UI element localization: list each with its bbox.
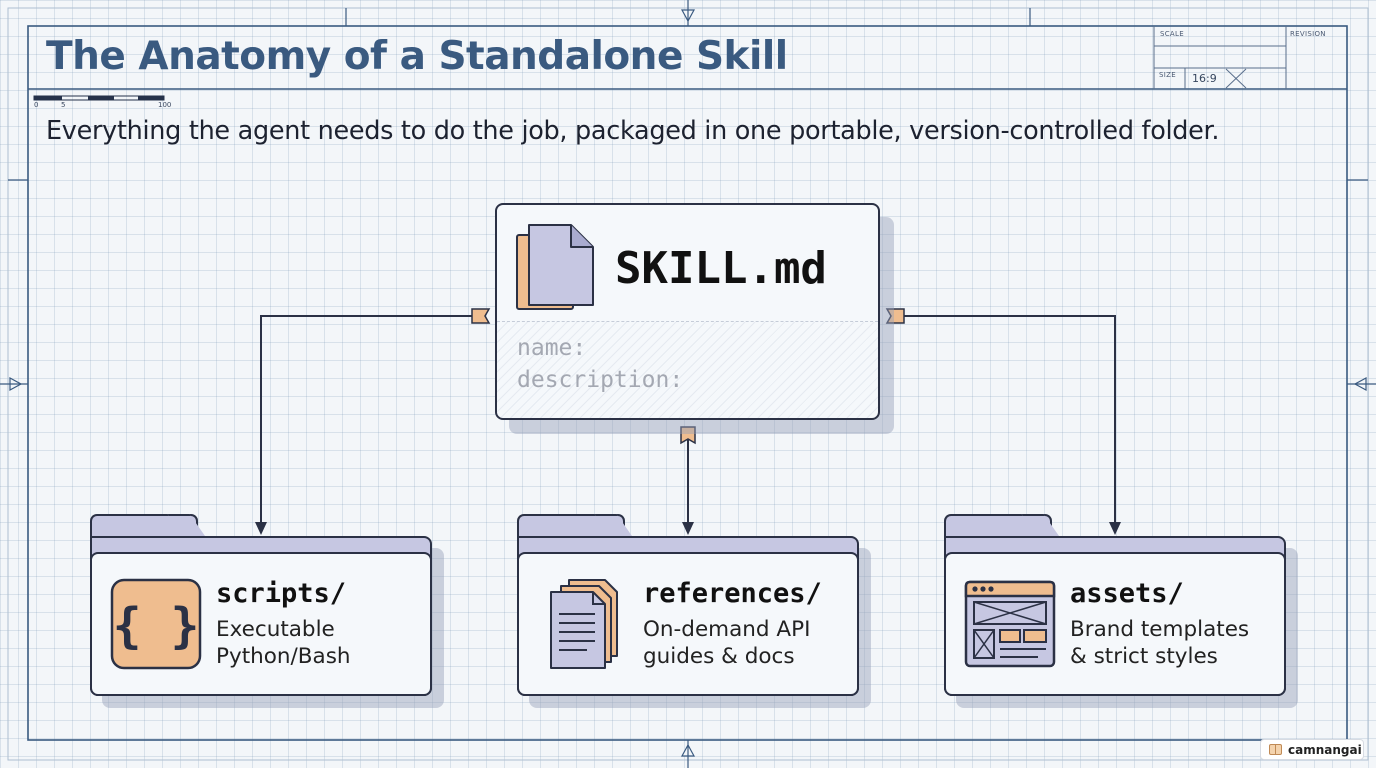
scale-bar-label-5: 5 [61,101,66,109]
skill-file-name: SKILL.md [615,243,827,294]
folder-assets: assets/ Brand templates& strict styles [944,514,1286,696]
folder-front: assets/ Brand templates& strict styles [944,552,1286,696]
logo-icon [1269,744,1282,755]
title-block [1153,26,1287,89]
title-block-revision-label: REVISION [1290,30,1326,38]
document-stack-icon [550,579,618,669]
browser-template-icon [964,580,1056,668]
svg-text:{ }: { } [113,598,200,654]
skill-file-card: SKILL.md name: description: [495,203,880,420]
scale-bar [33,95,165,101]
connector-arrowheads [255,522,1121,535]
frontmatter-field-name: name: [517,335,587,361]
connector-nodes [471,308,905,445]
connector-lines [260,315,1116,522]
watermark-badge: camnangai [1260,739,1364,760]
frontmatter-area [497,322,878,418]
folder-description-assets: Brand templates& strict styles [1070,617,1250,669]
page-title: The Anatomy of a Standalone Skill [46,34,788,79]
scale-bar-label-0: 0 [34,101,39,109]
title-block-size-label: SIZE [1159,71,1176,79]
watermark-text: camnangai [1288,742,1362,757]
frontmatter-field-description: description: [517,367,684,393]
page-subtitle: Everything the agent needs to do the job… [46,116,1220,146]
title-block-size-value: 16:9 [1192,72,1217,85]
scale-bar-label-100: 100 [158,101,172,109]
folder-name-references: references/ [643,578,822,609]
skill-divider [497,321,878,322]
document-stack-icon [516,224,594,310]
curly-braces-icon: { } [110,578,202,670]
folder-name-scripts: scripts/ [216,578,347,609]
folder-name-assets: assets/ [1070,578,1184,609]
title-block-scale-label: SCALE [1160,30,1184,38]
